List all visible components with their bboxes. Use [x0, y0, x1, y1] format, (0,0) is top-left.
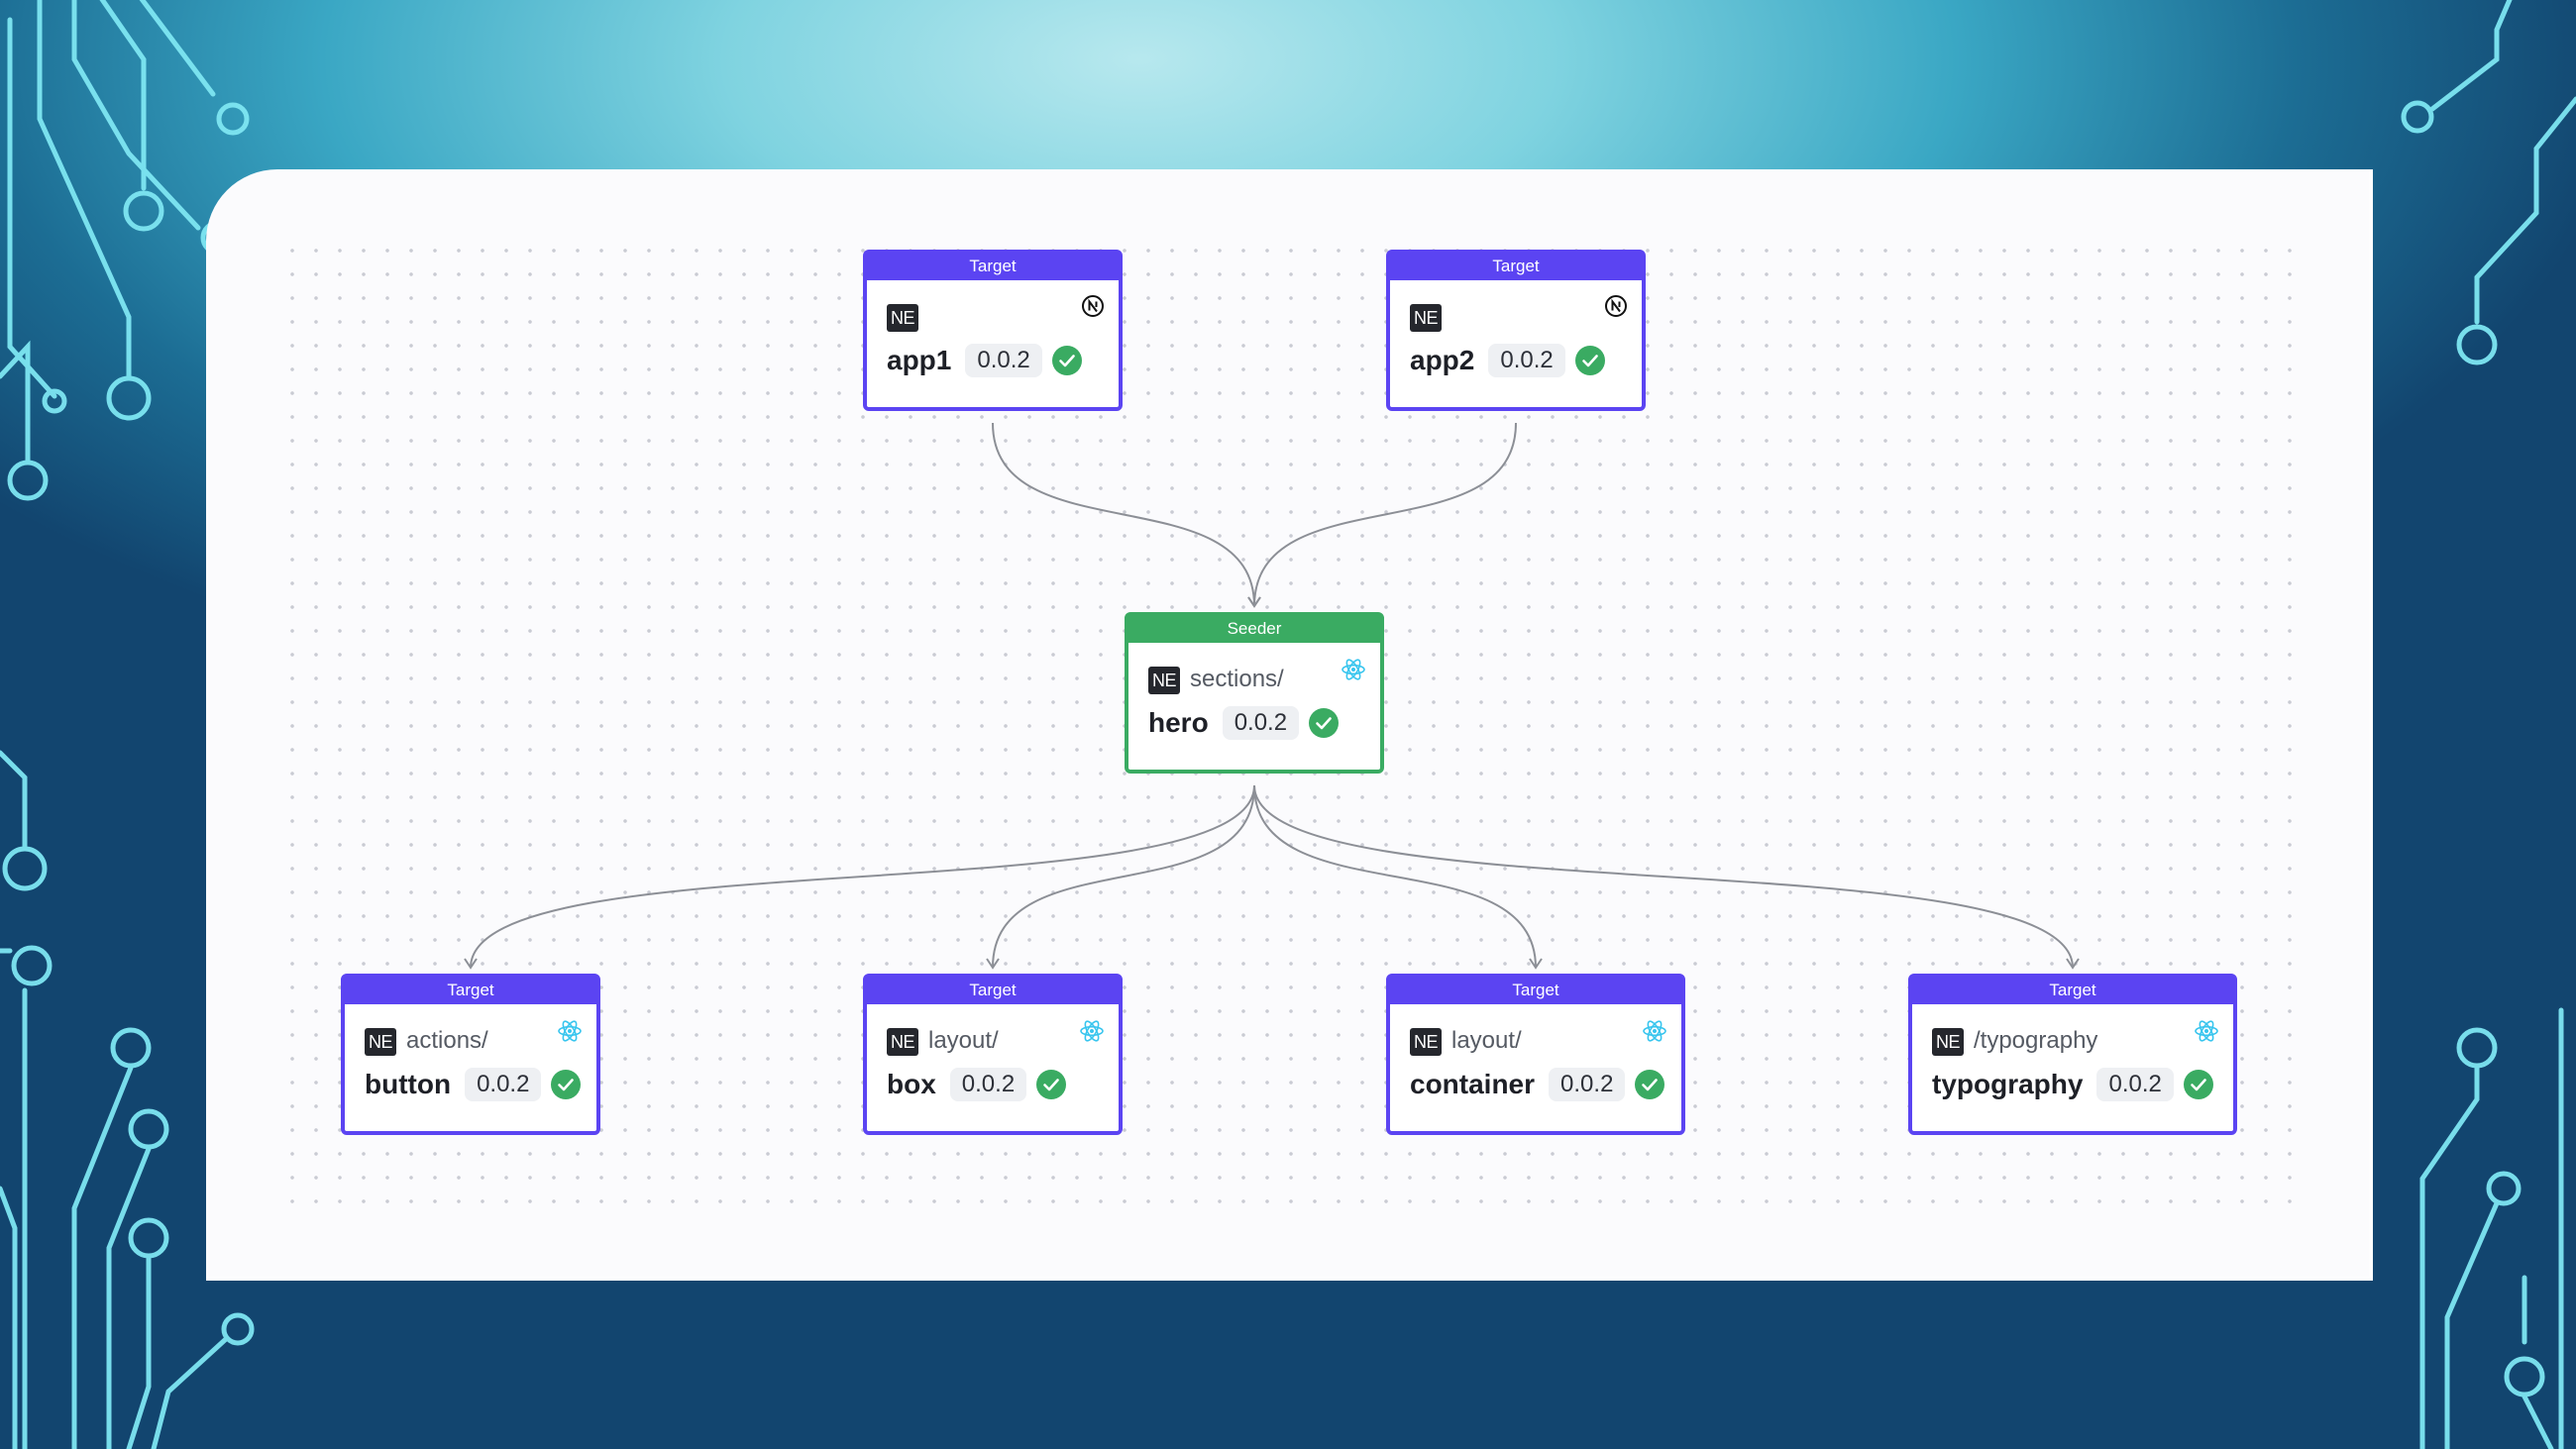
- node-header: Seeder: [1127, 615, 1381, 643]
- node-name: hero: [1148, 707, 1209, 738]
- ne-badge: NE: [1148, 667, 1180, 694]
- edge-app2-hero: [1253, 422, 1517, 607]
- react-icon: [2195, 1020, 2218, 1042]
- check-icon: [1574, 346, 1605, 375]
- edge-app1-hero: [992, 422, 1255, 607]
- edge-arrowhead: [1529, 958, 1543, 970]
- node-name: button: [365, 1069, 452, 1099]
- version-badge: 0.0.2: [1549, 1068, 1626, 1101]
- node-name: box: [887, 1069, 936, 1099]
- node-hero[interactable]: Seeder NE sections/ hero 0.0.2: [1125, 612, 1384, 774]
- node-name: typography: [1932, 1069, 2084, 1099]
- edge-hero-box: [992, 784, 1255, 969]
- edge-hero-container: [1253, 784, 1537, 969]
- node-path: layout/: [928, 1027, 999, 1054]
- node-box[interactable]: Target NE layout/ box 0.0.2: [863, 974, 1123, 1135]
- check-icon: [1635, 1070, 1665, 1099]
- react-icon: [1080, 1020, 1104, 1042]
- node-container[interactable]: Target NE layout/ container 0.0.2: [1386, 974, 1685, 1135]
- node-path: actions/: [406, 1027, 488, 1054]
- ne-badge: NE: [1932, 1028, 1964, 1056]
- node-name: app2: [1410, 345, 1475, 375]
- nextjs-icon: [1082, 295, 1104, 317]
- node-name: container: [1410, 1069, 1536, 1099]
- version-badge: 0.0.2: [1488, 344, 1565, 377]
- node-path: sections/: [1190, 666, 1284, 692]
- edge-arrowhead: [986, 958, 1000, 970]
- edge-arrowhead: [464, 958, 478, 970]
- ne-badge: NE: [887, 1028, 918, 1056]
- node-app1[interactable]: Target NE app1 0.0.2: [863, 250, 1123, 411]
- node-header: Target: [866, 253, 1120, 280]
- node-header: Target: [866, 977, 1120, 1004]
- node-button[interactable]: Target NE actions/ button 0.0.2: [341, 974, 600, 1135]
- node-header: Target: [1911, 977, 2234, 1004]
- version-badge: 0.0.2: [1222, 706, 1300, 740]
- react-icon: [1342, 659, 1365, 680]
- check-icon: [1036, 1070, 1067, 1099]
- node-header: Target: [344, 977, 597, 1004]
- nextjs-icon: [1605, 295, 1627, 317]
- diagram-canvas: Target NE app1 0.0.2 Target NE app2 0.0.…: [206, 169, 2373, 1281]
- check-icon: [2183, 1070, 2213, 1099]
- dependency-edges: [464, 422, 2080, 970]
- check-icon: [1051, 346, 1082, 375]
- edge-hero-typography: [1253, 784, 2074, 969]
- node-app2[interactable]: Target NE app2 0.0.2: [1386, 250, 1646, 411]
- edge-arrowhead: [2066, 958, 2080, 970]
- ne-badge: NE: [1410, 1028, 1442, 1056]
- node-name: app1: [887, 345, 952, 375]
- node-header: Target: [1389, 977, 1682, 1004]
- ne-badge: NE: [1410, 304, 1442, 332]
- check-icon: [1309, 708, 1340, 738]
- node-header: Target: [1389, 253, 1643, 280]
- ne-badge: NE: [887, 304, 918, 332]
- node-path: /typography: [1974, 1027, 2098, 1054]
- version-badge: 0.0.2: [2096, 1068, 2174, 1101]
- edge-arrowhead: [1247, 596, 1261, 608]
- node-typography[interactable]: Target NE /typography typography 0.0.2: [1908, 974, 2237, 1135]
- version-badge: 0.0.2: [465, 1068, 542, 1101]
- check-icon: [551, 1070, 582, 1099]
- node-path: layout/: [1451, 1027, 1522, 1054]
- ne-badge: NE: [365, 1028, 396, 1056]
- react-icon: [558, 1020, 582, 1042]
- version-badge: 0.0.2: [965, 344, 1042, 377]
- react-icon: [1643, 1020, 1666, 1042]
- edge-hero-button: [470, 784, 1255, 969]
- version-badge: 0.0.2: [949, 1068, 1027, 1101]
